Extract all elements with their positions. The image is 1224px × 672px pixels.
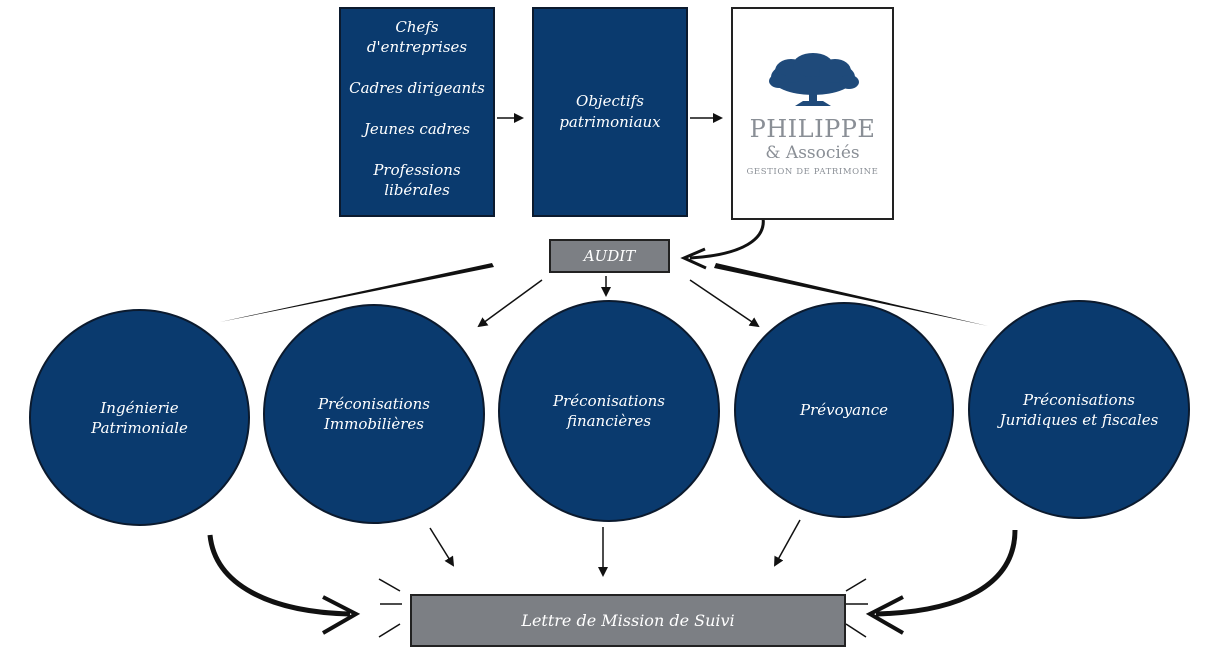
client-cadres-dirigeants: Cadres dirigeants: [349, 79, 485, 97]
circle-ingenierie-line1: Ingénierie: [100, 398, 179, 417]
logo-tagline: GESTION DE PATRIMOINE: [746, 167, 879, 177]
logo-name: PHILIPPE: [749, 115, 876, 143]
objectifs-box: Objectifs patrimoniaux: [532, 7, 688, 217]
client-chefs: Chefs: [395, 18, 439, 36]
circle-immobilieres-line1: Préconisations: [318, 395, 430, 413]
emphasis-lines-right: [845, 578, 868, 638]
curve-arrow-left: [207, 534, 351, 617]
logo-box: PHILIPPE & Associés GESTION DE PATRIMOIN…: [731, 7, 894, 220]
circle-juridiques-line2: Juridiques et fiscales: [999, 410, 1159, 429]
lettre-mission-box: Lettre de Mission de Suivi: [410, 594, 846, 647]
circle-ingenierie-line2: Patrimoniale: [91, 418, 188, 437]
wedge-arrow-juridiques: [714, 263, 988, 326]
objectifs-line2: patrimoniaux: [559, 113, 661, 131]
audit-label: AUDIT: [583, 247, 636, 265]
circle-financieres: Préconisations financières: [498, 300, 720, 522]
wedge-arrow-ingenierie: [220, 263, 494, 322]
lettre-mission-label: Lettre de Mission de Suivi: [521, 611, 735, 630]
audit-box: AUDIT: [549, 239, 670, 273]
clients-box: Chefs d'entreprises Cadres dirigeants Je…: [339, 7, 495, 217]
arrow-prevoyance-lettre: [774, 519, 801, 567]
circle-ingenierie: Ingénierie Patrimoniale: [29, 309, 250, 526]
arrow-immobilieres-lettre: [429, 527, 455, 567]
circle-prevoyance: Prévoyance: [734, 302, 954, 518]
objectifs-line1: Objectifs: [576, 92, 644, 110]
emphasis-lines-left: [378, 578, 402, 638]
oak-tree-logo-icon: [769, 53, 859, 106]
logo-subtitle: & Associés: [765, 143, 860, 163]
client-entreprises: d'entreprises: [366, 38, 468, 56]
circle-immobilieres-line2: Immobilières: [323, 415, 425, 433]
arrow-logo-audit: [689, 212, 765, 260]
arrow-audit-prevoyance: [689, 279, 760, 328]
client-jeunes-cadres: Jeunes cadres: [363, 120, 471, 138]
client-professions: Professions: [373, 161, 461, 179]
arrow-audit-immobilieres: [477, 279, 543, 328]
circle-prevoyance-line1: Prévoyance: [799, 401, 888, 419]
client-liberales: libérales: [384, 181, 450, 199]
circle-financieres-line1: Préconisations: [553, 392, 665, 410]
circle-juridiques: Préconisations Juridiques et fiscales: [968, 300, 1190, 519]
circle-juridiques-line1: Préconisations: [1023, 390, 1135, 409]
curve-arrow-right: [875, 529, 1018, 617]
circle-financieres-line2: financières: [566, 412, 652, 430]
circle-immobilieres: Préconisations Immobilières: [263, 304, 485, 524]
